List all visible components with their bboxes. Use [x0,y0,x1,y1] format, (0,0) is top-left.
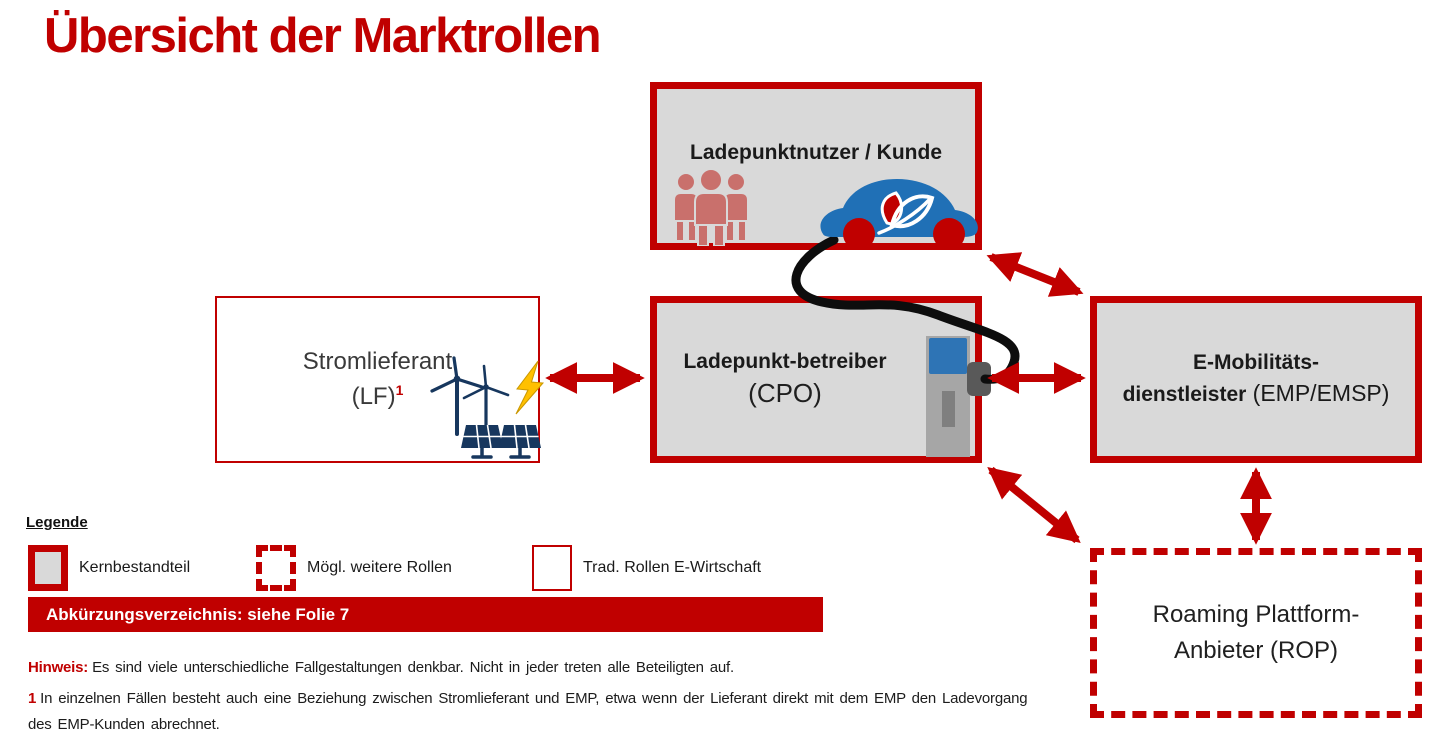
box-label: Stromlieferant (LF)1 [303,345,452,415]
page-title: Übersicht der Marktrollen [44,9,602,63]
arrow-customer-emp [986,252,1084,297]
legend-item-kernbestandteil: Kernbestandteil [28,545,190,591]
legend-item-weitere-rollen: Mögl. weitere Rollen [256,545,452,591]
cpo-line2: (CPO) [748,377,822,408]
supplier-line2: (LF)1 [351,381,404,410]
box-roaming-plattform-anbieter: Roaming Plattform- Anbieter (ROP) [1090,548,1422,718]
cpo-line1: Ladepunkt-betreiber [683,350,887,374]
hinweis-text: Es sind viele unterschiedliche Fallgesta… [92,659,734,676]
box-label: Ladepunktnutzer / Kunde [690,141,942,164]
legend-item-trad-rollen: Trad. Rollen E-Wirtschaft [532,545,761,591]
emp-line1: E-Mobilitäts- [1193,350,1319,374]
emp-line2: dienstleister (EMP/EMSP) [1122,379,1390,406]
legend-swatch-thin [532,545,572,591]
hinweis-label: Hinweis: [28,659,89,676]
legend-heading: Legende [26,514,88,531]
charging-station-icon [926,336,991,457]
legend-label: Trad. Rollen E-Wirtschaft [583,559,762,576]
legend-label: Kernbestandteil [79,559,191,576]
legend-swatch-core [28,545,68,591]
footnote-text: In einzelnen Fällen besteht auch eine Be… [28,690,1028,733]
legend-swatch-dashed [256,545,296,591]
legend-label: Mögl. weitere Rollen [307,559,452,576]
box-e-mobilitaets-dienstleister: E-Mobilitäts- dienstleister (EMP/EMSP) [1090,296,1422,463]
electric-car-leaf-icon [820,179,978,250]
abbreviations-banner: Abkürzungsverzeichnis: siehe Folie 7 [28,597,823,632]
supplier-line1: Stromlieferant [302,347,453,375]
hinweis-note: Hinweis:Es sind viele unterschiedliche F… [28,655,1008,681]
banner-text: Abkürzungsverzeichnis: siehe Folie 7 [46,605,350,624]
footnote-ref: 1 [395,381,404,398]
wind-solar-lightning-icon [430,356,545,459]
arrow-cpo-rop [987,466,1081,544]
people-icon [673,170,749,246]
rop-label: Roaming Plattform- Anbieter (ROP) [1152,601,1360,664]
footnote-marker: 1 [28,690,37,707]
